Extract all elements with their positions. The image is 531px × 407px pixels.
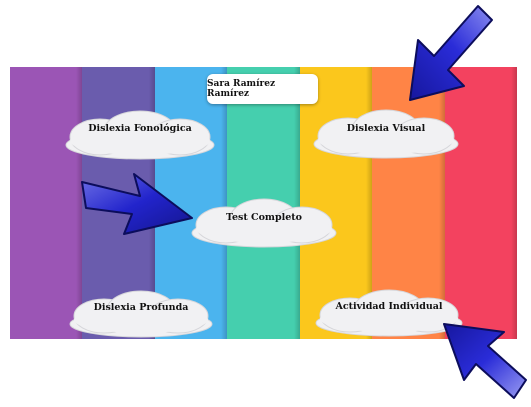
author-name-card: Sara Ramírez Ramírez xyxy=(207,74,318,104)
cloud-shape xyxy=(69,290,213,338)
cloud-button-dislexia-fonologica[interactable]: Dislexia Fonológica xyxy=(60,107,220,163)
cloud-button-actividad-individual[interactable]: Actividad Individual xyxy=(310,287,468,339)
stripe-yellow xyxy=(299,67,373,339)
arrow-bottom-right-icon xyxy=(440,318,530,406)
cloud-button-test-completo[interactable]: Test Completo xyxy=(186,195,342,251)
cloud-shape xyxy=(313,109,459,159)
author-name: Sara Ramírez Ramírez xyxy=(207,79,276,99)
cloud-shape xyxy=(315,289,463,337)
cloud-label: Actividad Individual xyxy=(335,301,443,312)
cloud-label: Dislexia Fonológica xyxy=(88,123,192,134)
cloud-shape xyxy=(191,198,337,248)
stripe-red xyxy=(444,67,517,339)
cloud-shape xyxy=(65,110,215,160)
cloud-label: Dislexia Profunda xyxy=(93,302,189,313)
cloud-button-dislexia-profunda[interactable]: Dislexia Profunda xyxy=(64,288,218,340)
cloud-label: Dislexia Visual xyxy=(346,123,426,134)
cloud-label: Test Completo xyxy=(225,212,303,223)
cloud-button-dislexia-visual[interactable]: Dislexia Visual xyxy=(308,106,464,162)
stripe-purple xyxy=(10,67,83,339)
arrow-left-icon xyxy=(78,168,198,238)
arrow-top-right-icon xyxy=(388,0,498,110)
